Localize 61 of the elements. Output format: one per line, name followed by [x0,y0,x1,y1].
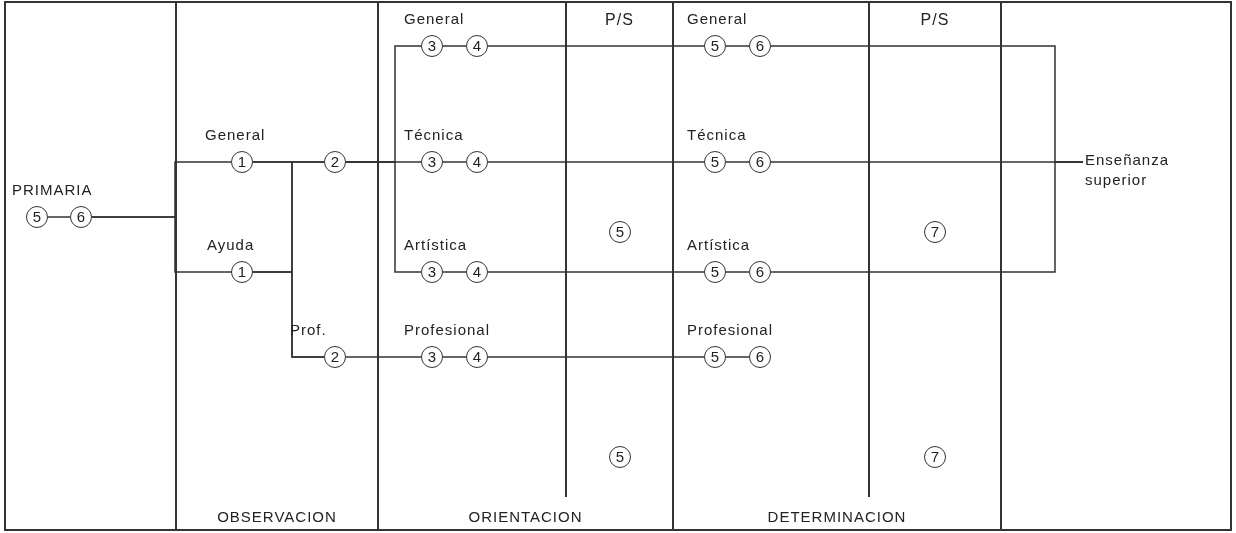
connector-line [487,161,705,163]
number-circle: 3 [421,261,443,283]
track-label: General [687,10,748,27]
track-label: Profesional [687,321,774,338]
number-circle: 5 [704,151,726,173]
column-heading: P/S [605,11,634,29]
connector-line [91,216,232,273]
number-circle: 4 [466,346,488,368]
track-label: PRIMARIA [12,181,93,198]
connector-line [442,45,467,47]
number-circle: 6 [749,151,771,173]
track-label: Profesional [404,321,491,338]
number-circle: 1 [231,151,253,173]
stage-title: ORIENTACION [468,508,583,525]
connector-line [47,216,71,218]
track-label: Artística [404,236,468,253]
number-circle: 3 [421,35,443,57]
connector-line [345,161,422,273]
connector-line [725,45,750,47]
connector-line [725,271,750,273]
track-label: General [205,126,266,143]
number-circle: 6 [70,206,92,228]
number-circle: 5 [704,35,726,57]
destination-label: Enseñanza superior [1085,150,1175,190]
number-circle: 5 [609,221,631,243]
number-circle: 6 [749,35,771,57]
connector-line [487,356,705,358]
number-circle: 7 [924,446,946,468]
number-circle: 1 [231,261,253,283]
connector-line [345,356,422,358]
connector-line [442,356,467,358]
connector-line [770,161,1084,273]
number-circle: 3 [421,151,443,173]
number-circle: 4 [466,151,488,173]
connector-line [487,45,705,47]
number-circle: 5 [704,346,726,368]
stage-title: OBSERVACION [217,508,337,525]
number-circle: 6 [749,261,771,283]
connector-line [252,271,325,358]
stage-title: DETERMINACION [767,508,907,525]
number-circle: 5 [704,261,726,283]
track-label: Técnica [404,126,464,143]
number-circle: 2 [324,151,346,173]
number-circle: 2 [324,346,346,368]
track-label: Ayuda [207,236,255,253]
number-circle: 4 [466,35,488,57]
number-circle: 4 [466,261,488,283]
connector-line [487,271,705,273]
number-circle: 7 [924,221,946,243]
connector-line [442,271,467,273]
column-heading: P/S [920,11,950,29]
connector-line [725,356,750,358]
connector-line [442,161,467,163]
number-circle: 6 [749,346,771,368]
track-label: Técnica [687,126,747,143]
track-label: General [404,10,465,27]
number-circle: 3 [421,346,443,368]
track-label: Artística [687,236,751,253]
number-circle: 5 [26,206,48,228]
connector-line [725,161,750,163]
number-circle: 5 [609,446,631,468]
